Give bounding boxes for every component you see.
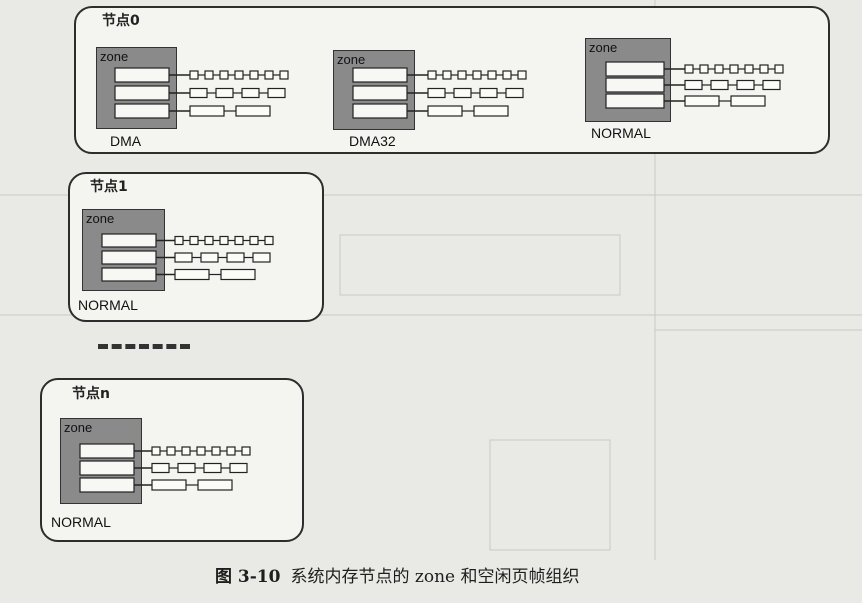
free-page-block [211,446,221,456]
free-page-block [234,235,244,246]
free-page-block [189,235,199,246]
free-page-block [197,479,233,491]
free-page-block [203,462,222,474]
node-1-zone-normal-name: NORMAL [78,297,138,313]
free-page-block [762,79,781,91]
free-page-block [427,87,446,99]
zone-label: zone [100,49,129,64]
free-page-block [177,462,196,474]
figure-number: 图 3-10 [215,567,281,587]
free-page-block [151,462,170,474]
free-area-slot [79,477,135,493]
free-area-slot [352,85,408,101]
free-area-slot [114,85,170,101]
free-area-slot [352,67,408,83]
free-page-block [264,70,274,80]
free-area-slot [352,103,408,119]
free-page-block [744,64,754,74]
free-area-slot [114,67,170,83]
node-0-zone-dma32-name: DMA32 [349,133,396,149]
free-page-block [267,87,286,99]
free-area-slot [101,233,157,248]
node-0-zone-dma-name: DMA [110,133,142,149]
free-page-block [174,252,193,263]
free-page-block [229,462,248,474]
zone-label: zone [86,211,115,226]
free-page-block [215,87,234,99]
free-page-block [189,70,199,80]
free-page-block [226,446,236,456]
free-page-block [235,105,271,117]
node-n-title: 节点n [72,386,110,402]
free-page-block [457,70,467,80]
free-area-slot [79,460,135,476]
free-area-slot [114,103,170,119]
free-page-block [166,446,176,456]
free-page-block [181,446,191,456]
free-page-block [241,446,251,456]
free-page-block [427,70,437,80]
free-page-block [252,252,271,263]
free-page-block [502,70,512,80]
free-page-block [249,235,259,246]
free-page-block [241,87,260,99]
free-page-block [174,268,210,281]
free-page-block [736,79,755,91]
free-page-block [505,87,524,99]
free-page-block [453,87,472,99]
free-page-block [479,87,498,99]
zone-label: zone [589,40,618,55]
free-page-block [472,70,482,80]
free-area-slot [605,93,665,109]
free-area-slot [79,443,135,459]
free-page-block [234,70,244,80]
free-page-block [684,79,703,91]
free-page-block [684,64,694,74]
free-page-block [279,70,289,80]
node-0-box [74,6,830,154]
free-page-block [442,70,452,80]
free-page-block [774,64,784,74]
free-page-block [249,70,259,80]
free-page-block [264,235,274,246]
free-page-block [189,105,225,117]
free-page-block [174,235,184,246]
figure-caption: 图 3-10 系统内存节点的 zone 和空闲页帧组织 [215,562,579,587]
free-area-slot [101,267,157,282]
figure-caption-text: 系统内存节点的 zone 和空闲页帧组织 [290,567,580,587]
free-page-block [189,87,208,99]
free-page-block [487,70,497,80]
free-area-slot [101,250,157,265]
free-page-block [684,95,720,107]
free-page-block [730,95,766,107]
node-n-zone-normal-name: NORMAL [51,514,111,530]
zone-label: zone [337,52,366,67]
free-page-block [473,105,509,117]
free-page-block [151,446,161,456]
zone-label: zone [64,420,93,435]
omitted-nodes-dashes [98,344,190,354]
free-page-block [151,479,187,491]
node-0-zone-normal-name: NORMAL [591,125,651,141]
free-page-block [226,252,245,263]
free-page-block [200,252,219,263]
free-page-block [219,235,229,246]
free-page-block [759,64,769,74]
free-area-slot [605,61,665,77]
free-page-block [710,79,729,91]
free-page-block [204,235,214,246]
free-page-block [427,105,463,117]
free-page-block [219,70,229,80]
node-1-title: 节点1 [90,179,128,195]
free-page-block [714,64,724,74]
free-page-block [729,64,739,74]
free-page-block [204,70,214,80]
free-area-slot [605,77,665,93]
node-0-title: 节点0 [102,13,140,29]
free-page-block [220,268,256,281]
free-page-block [517,70,527,80]
free-page-block [196,446,206,456]
free-page-block [699,64,709,74]
